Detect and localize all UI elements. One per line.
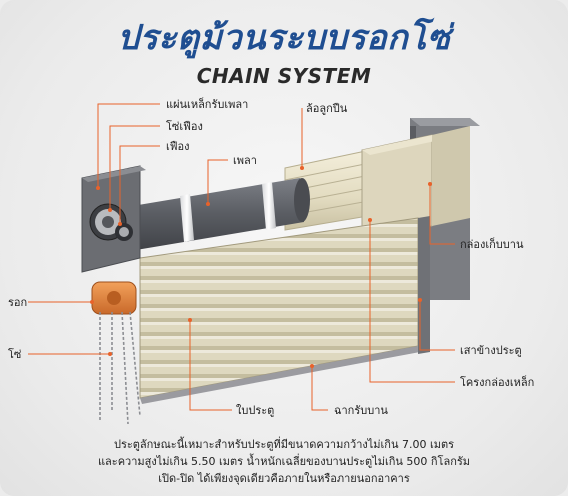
leader-lines: [28, 103, 455, 411]
label-frame: โครงกล่องเหล็ก: [460, 376, 535, 389]
hand-chain: [99, 311, 141, 425]
door-post: [418, 216, 430, 354]
title-english: CHAIN SYSTEM: [196, 64, 372, 88]
gear-assembly: [89, 203, 133, 241]
label-shaft: เพลา: [233, 154, 257, 167]
description: ประตูลักษณะนี้เหมาะสำหรับประตูที่มีขนาดค…: [0, 436, 568, 487]
label-plate: แผ่นเหล็กรับเพลา: [166, 98, 249, 111]
label-post: เสาข้างประตู: [460, 344, 522, 357]
door-curtain: [139, 217, 419, 399]
storage-box: [361, 126, 470, 239]
shaft: [120, 178, 310, 252]
label-gear: เฟือง: [166, 140, 190, 153]
label-bottom-bar: ฉากรับบาน: [334, 404, 388, 417]
label-pulley: รอก: [8, 296, 28, 309]
label-chain-gear: โซ่เฟือง: [166, 120, 203, 133]
label-box: กล่องเก็บบาน: [460, 238, 524, 251]
label-slat: ใบประตู: [236, 404, 275, 417]
pulley: [91, 281, 137, 315]
leader-dots: [90, 166, 432, 368]
label-chain: โซ่: [8, 348, 22, 361]
description-line-1: ประตูลักษณะนี้เหมาะสำหรับประตูที่มีขนาดค…: [113, 438, 455, 451]
bottom-rail: [140, 346, 420, 404]
description-line-3: เปิด-ปิด ได้เพียงจุดเดียวคือภายในหรือภาย…: [158, 472, 410, 485]
label-bearing: ล้อลูกปืน: [306, 102, 348, 115]
title-thai: ประตูม้วนระบบรอกโซ่: [117, 18, 451, 58]
description-line-2: และความสูงไม่เกิน 5.50 เมตร น้ำหนักเฉลี่…: [97, 455, 471, 468]
